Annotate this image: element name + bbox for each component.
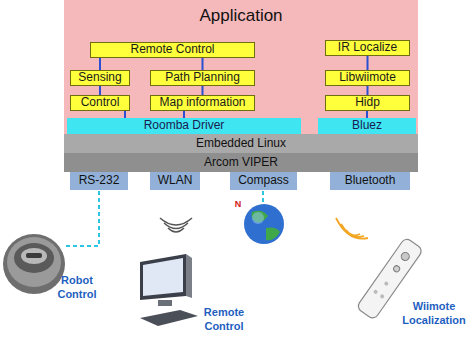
wifi-waves — [160, 218, 192, 232]
module-label: Bluez — [352, 119, 382, 132]
device-label: Remote Control — [196, 306, 252, 334]
interface-tab: RS-232 — [70, 172, 128, 190]
os-layer: Embedded Linux — [64, 134, 418, 153]
module-label: Arcom VIPER — [204, 156, 278, 169]
hardware-layer: Arcom VIPER — [64, 153, 418, 172]
connector-line — [99, 58, 101, 70]
module-label: Embedded Linux — [196, 137, 286, 150]
module-label: Compass — [238, 174, 289, 187]
interface-tab: Bluetooth — [330, 172, 410, 190]
connector-line — [183, 111, 185, 118]
application-layer: ApplicationRemote ControlSensing Path Pla… — [64, 0, 418, 134]
device-label: Wiimote Localization — [400, 300, 468, 328]
device-label: Robot Control — [50, 274, 104, 302]
connector-line — [202, 58, 204, 70]
module-label: WLAN — [158, 174, 193, 187]
interface-tab: WLAN — [150, 172, 200, 190]
software-module: Sensing — [70, 70, 130, 86]
software-module: Map information — [150, 95, 255, 111]
software-module: Hidp — [325, 95, 410, 111]
connector-line — [367, 86, 369, 95]
layer-title: Application — [64, 7, 418, 26]
module-label: Sensing — [78, 71, 121, 84]
driver-bar: Bluez — [318, 118, 416, 134]
software-module: Remote Control — [90, 42, 255, 58]
software-module: Path Planning — [150, 70, 255, 86]
interface-tab: Compass — [230, 172, 297, 190]
module-label: IR Localize — [338, 41, 397, 54]
module-label: Control — [81, 96, 120, 109]
module-label: Path Planning — [165, 71, 240, 84]
driver-bar: Roomba Driver — [67, 118, 301, 134]
connector-line — [202, 86, 204, 95]
globe-icon — [244, 204, 284, 244]
connector-line — [367, 56, 369, 70]
module-label: Libwiimote — [339, 71, 396, 84]
module-label: Bluetooth — [345, 174, 396, 187]
compass-north: N — [233, 199, 243, 210]
bluetooth-waves — [336, 218, 368, 239]
serial-wire — [64, 191, 99, 246]
robot-icon — [3, 234, 65, 294]
compass-wire — [262, 191, 264, 203]
module-label: Hidp — [355, 96, 380, 109]
computer-icon — [140, 254, 198, 326]
module-label: Roomba Driver — [144, 119, 225, 132]
module-label: Remote Control — [130, 43, 214, 56]
module-label: RS-232 — [79, 174, 120, 187]
software-module: Libwiimote — [325, 70, 410, 86]
connector-line — [99, 86, 101, 95]
module-label: Map information — [159, 96, 245, 109]
connector-line — [366, 111, 368, 118]
software-module: Control — [70, 95, 130, 111]
software-module: IR Localize — [325, 40, 410, 56]
connector-line — [124, 111, 126, 118]
